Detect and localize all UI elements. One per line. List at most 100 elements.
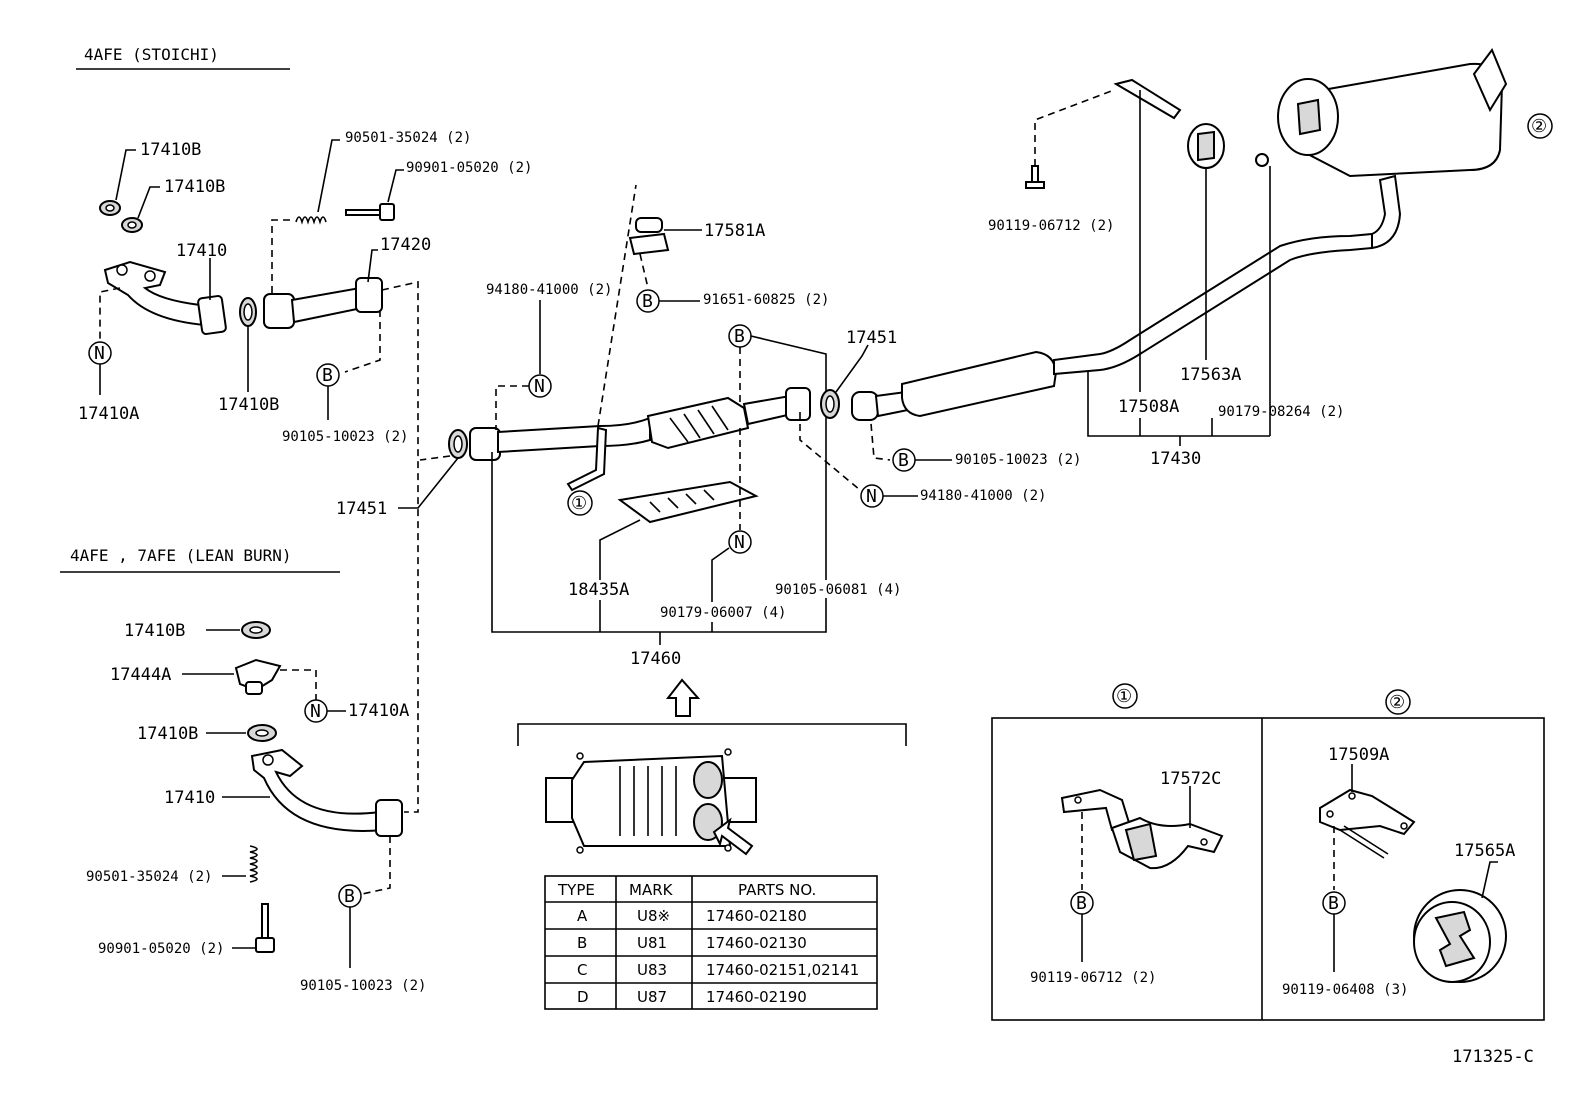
dashed-leader — [99, 287, 121, 345]
leader-line — [387, 169, 404, 203]
label-17410A: 17410A — [78, 404, 139, 424]
marker-N-text: N — [310, 701, 321, 722]
label-90105-10023: 90105-10023 (2) — [955, 452, 1081, 468]
table-cell: U81 — [637, 934, 667, 952]
insulator-17565A — [1413, 889, 1507, 983]
label-17410B: 17410B — [137, 724, 198, 744]
label-17410B: 17410B — [124, 621, 185, 641]
label-17430: 17430 — [1150, 449, 1201, 469]
gasket-hole — [825, 395, 835, 413]
leader-line — [137, 186, 160, 219]
leader-line — [398, 457, 459, 509]
label-17563A: 17563A — [1180, 365, 1241, 385]
marker-B-text: B — [322, 365, 333, 386]
label-17410B: 17410B — [164, 177, 225, 197]
label-17565A: 17565A — [1454, 841, 1515, 861]
table-header-mark: MARK — [629, 881, 674, 899]
table-cell: A — [577, 907, 588, 925]
gasket-hole — [243, 303, 253, 321]
marker-B-text: B — [898, 450, 909, 471]
label-90901-05020: 90901-05020 (2) — [406, 160, 532, 176]
label-17410A: 17410A — [348, 701, 409, 721]
label-18435A: 18435A — [568, 580, 629, 600]
bracket-17572C — [1060, 788, 1224, 870]
label-17444A: 17444A — [110, 665, 171, 685]
stud-17581A — [628, 217, 670, 256]
marker-one — [567, 490, 593, 516]
marker-two — [1385, 689, 1411, 715]
dashed-leader — [344, 310, 381, 373]
dashed-leader — [271, 219, 290, 296]
dashed-leader — [361, 836, 391, 895]
catalytic-converter-17460 — [469, 387, 811, 461]
table-cell: U83 — [637, 961, 667, 979]
marker-B-text: B — [1328, 893, 1339, 914]
converter-detail-illustration — [545, 748, 757, 854]
bracket-17509A — [1319, 788, 1416, 859]
bolt-90119-06712 — [1025, 165, 1045, 189]
marker-B-text: B — [344, 886, 355, 907]
exhaust-pipe-17430 — [851, 174, 1402, 421]
label-17508A: 17508A — [1118, 397, 1179, 417]
label-17451: 17451 — [336, 499, 387, 519]
leader-line — [115, 149, 136, 201]
label-90901-05020: 90901-05020 (2) — [98, 941, 224, 957]
nut-90179-08264 — [1255, 153, 1269, 167]
marker-N-text: N — [734, 532, 745, 553]
gaskets-17410B-top — [99, 200, 143, 233]
section-heading-stoichi: 4AFE (STOICHI) — [84, 45, 219, 64]
leader-line — [750, 335, 827, 580]
label-91651-60825: 91651-60825 (2) — [703, 292, 829, 308]
label-90105-06081: 90105-06081 (4) — [775, 582, 901, 598]
front-pipe-17410 — [103, 260, 227, 335]
gasket-17410B — [241, 621, 271, 639]
leader-line — [367, 249, 378, 283]
bolt-90901 — [255, 903, 275, 953]
marker-one — [1112, 683, 1138, 709]
dashed-leader — [280, 669, 317, 700]
label-90179-06007: 90179-06007 (4) — [660, 605, 786, 621]
marker-N-text: N — [94, 343, 105, 364]
table-cell: U8※ — [637, 907, 670, 925]
table-header-type: TYPE — [557, 881, 595, 899]
marker-two-text: ② — [1531, 116, 1547, 137]
label-90105-10023: 90105-10023 (2) — [300, 978, 426, 994]
pointer-arrow-icon — [712, 817, 754, 856]
marker-two-text: ② — [1389, 692, 1405, 713]
label-90179-08264: 90179-08264 (2) — [1218, 404, 1344, 420]
table-cell: 17460-02180 — [706, 907, 807, 925]
leader-line — [1481, 861, 1498, 899]
marker-one-text: ① — [1116, 686, 1132, 707]
detail-views-frame — [991, 717, 1545, 1021]
label-94180-41000: 94180-41000 (2) — [920, 488, 1046, 504]
label-17451: 17451 — [846, 328, 897, 348]
leader-line — [835, 344, 869, 393]
label-17581A: 17581A — [704, 221, 765, 241]
marker-B-text: B — [1076, 893, 1087, 914]
table-cell: 17460-02130 — [706, 934, 807, 952]
gasket-hole — [453, 435, 463, 453]
marker-B-text: B — [642, 291, 653, 312]
heat-insulator-18435A — [617, 480, 759, 524]
arrow-up-icon — [665, 678, 701, 717]
label-90105-10023: 90105-10023 (2) — [282, 429, 408, 445]
insulator-17563A — [1187, 123, 1225, 169]
heat-insulator-17444A — [234, 658, 282, 695]
section-heading-lean-burn: 4AFE , 7AFE (LEAN BURN) — [70, 546, 292, 565]
table-cell: U87 — [637, 988, 667, 1006]
label-17410B: 17410B — [140, 140, 201, 160]
table-cell: B — [577, 934, 587, 952]
hanger-bracket-17508A — [1113, 78, 1182, 120]
marker-two — [1527, 113, 1553, 139]
dashed-leader — [869, 411, 891, 461]
bolt-90901 — [345, 203, 395, 221]
muffler — [1277, 47, 1508, 178]
marker-N-text: N — [534, 376, 545, 397]
front-pipe-17410 — [250, 748, 403, 837]
pipe-17420 — [263, 277, 383, 329]
table-header-parts-no: PARTS NO. — [738, 881, 816, 899]
bracket-1 — [566, 426, 608, 492]
dashed-leader — [1034, 89, 1115, 166]
label-17460: 17460 — [630, 649, 681, 669]
dashed-leader — [799, 412, 861, 491]
